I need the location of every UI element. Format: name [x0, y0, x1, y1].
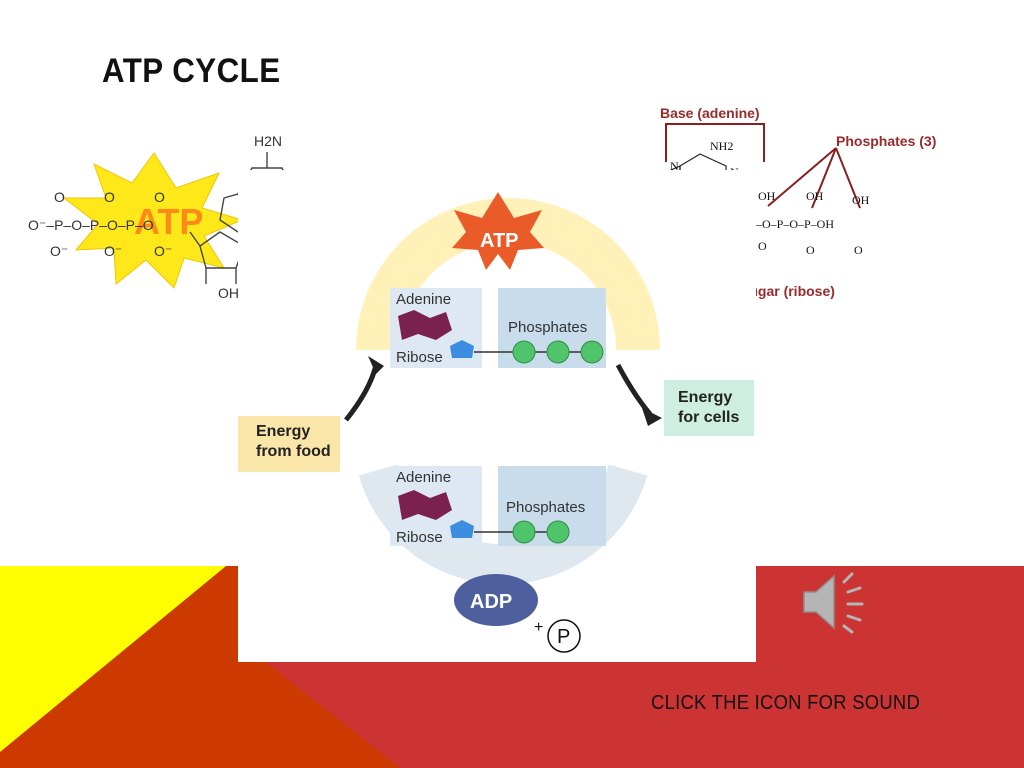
svg-text:O⁻: O⁻: [50, 243, 68, 259]
phosphate-chain: O⁻–P–O–P–O–P–O O O O O⁻ O⁻ O⁻: [28, 189, 172, 259]
svg-text:O: O: [758, 239, 767, 253]
svg-text:O: O: [806, 243, 815, 257]
top-adenine-label: Adenine: [396, 291, 451, 308]
bottom-adenine-icon: [398, 490, 452, 520]
bottom-ribose-label: Ribose: [396, 529, 443, 546]
top-phosphates-label: Phosphates: [508, 319, 587, 336]
phosphate-ball: [580, 340, 604, 364]
released-phosphate-label: P: [557, 626, 570, 648]
svg-text:OH: OH: [806, 189, 824, 203]
svg-text:OH: OH: [852, 193, 870, 207]
svg-text:O⁻: O⁻: [154, 243, 172, 259]
phosphate-ball: [546, 520, 570, 544]
bottom-phosphate-group: [512, 520, 570, 544]
adp-badge-icon: [454, 574, 538, 626]
released-phosphate-icon: [547, 619, 581, 653]
cycle-graphic: ATP Adenine Ribose Phosphates Adenine Ri…: [344, 192, 662, 653]
phosphate-ball: [512, 520, 536, 544]
energy-from-food-box: Energy from food: [238, 416, 340, 472]
top-phosphate-group: [512, 340, 604, 364]
slide-title: ATP CYCLE: [102, 52, 281, 90]
bottom-adenine-label: Adenine: [396, 469, 451, 486]
sugar-label: Sugar (ribose): [740, 283, 835, 299]
atp-cycle-diagram: ATP Adenine Ribose Phosphates Adenine Ri…: [238, 170, 756, 662]
svg-text:N: N: [670, 159, 679, 173]
phosphate-ball: [546, 340, 570, 364]
released-sign: +: [534, 619, 543, 636]
top-ribose-label: Ribose: [396, 349, 443, 366]
svg-text:O⁻: O⁻: [104, 243, 122, 259]
arrow-right: [615, 363, 652, 416]
atp-badge-label: ATP: [480, 230, 519, 252]
energy-for-cells-line1: Energy: [678, 389, 733, 406]
bottom-phosphates-label: Phosphates: [506, 499, 585, 516]
arrow-up: [344, 364, 379, 422]
yellow-triangle: [0, 566, 226, 752]
atp-structure-left: ATP O⁻–P–O–P–O–P–O O O O O⁻ O⁻ O⁻ H2N OH…: [28, 133, 284, 301]
top-ribose-icon: [450, 340, 474, 358]
atp-burst-icon: [62, 152, 244, 289]
svg-text:O: O: [854, 243, 863, 257]
svg-text:O: O: [54, 189, 65, 205]
speaker-icon[interactable]: [800, 570, 870, 634]
phosphates-label: Phosphates (3): [836, 133, 936, 149]
svg-text:O⁻–P–O–P–O–P–O: O⁻–P–O–P–O–P–O: [28, 217, 154, 233]
energy-from-food-line2: from food: [256, 443, 331, 460]
arrow-up-head: [368, 356, 384, 374]
energy-for-cells-box: Energy for cells: [664, 380, 754, 436]
svg-text:NH2: NH2: [710, 139, 733, 153]
phosphate-ball: [512, 340, 536, 364]
svg-text:O: O: [154, 189, 165, 205]
base-label: Base (adenine): [660, 105, 760, 121]
bottom-ribose-icon: [450, 520, 474, 538]
top-adenine-icon: [398, 310, 452, 340]
arrow-right-head: [642, 408, 662, 426]
atp-star-icon: [452, 192, 544, 270]
energy-from-food-line1: Energy: [256, 423, 311, 440]
nh2-label: H2N: [254, 133, 282, 149]
adp-badge-label: ADP: [470, 591, 512, 613]
sound-instruction: CLICK THE ICON FOR SOUND: [651, 692, 921, 714]
svg-text:OH: OH: [758, 189, 776, 203]
svg-text:O: O: [104, 189, 115, 205]
energy-for-cells-line2: for cells: [678, 409, 740, 426]
